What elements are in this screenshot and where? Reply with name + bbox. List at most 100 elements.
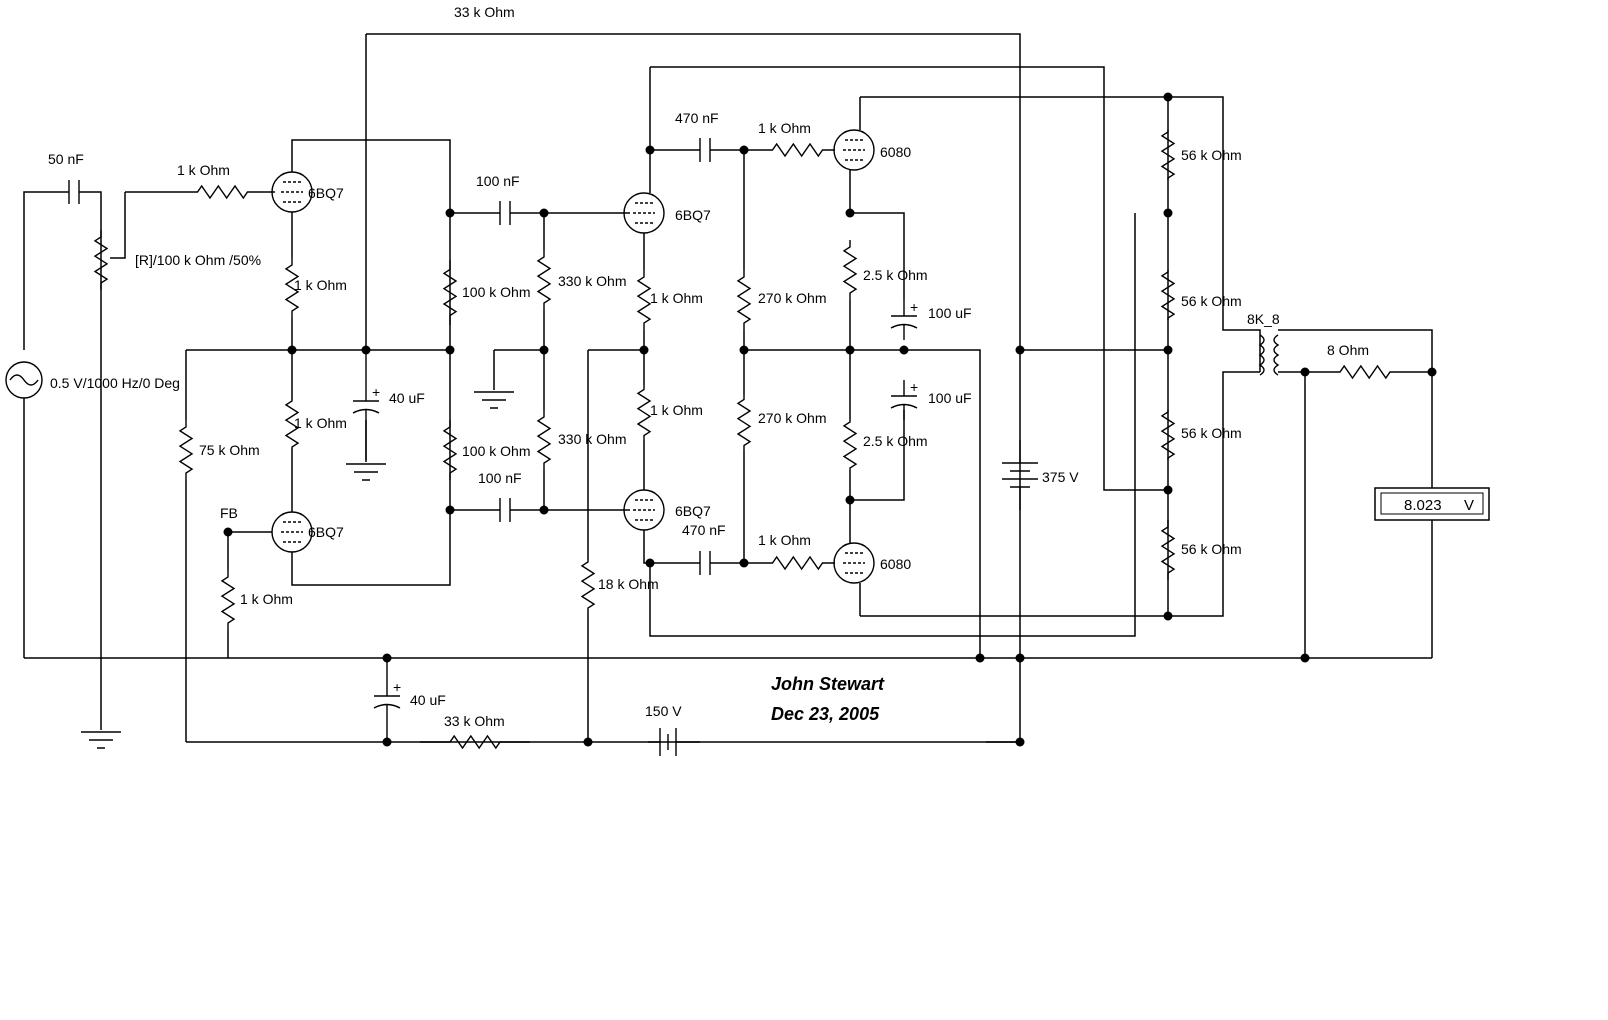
c-40u-top-capacitor [352, 350, 380, 460]
r-2k5-bot-resistor [842, 420, 858, 470]
transformer-primary [1258, 334, 1265, 376]
input-ground [81, 731, 121, 749]
junction-dot [1300, 653, 1310, 663]
wire [649, 213, 1136, 637]
label-c-470n-bot: 470 nF [682, 522, 726, 538]
wire [744, 349, 981, 658]
label-r-100k-top: 100 k Ohm [462, 284, 530, 300]
wires [23, 33, 1437, 747]
label-r-330k-top: 330 k Ohm [558, 273, 626, 289]
voltmeter-display [1380, 492, 1484, 515]
voltmeter-value: 8.023 [1404, 497, 1442, 514]
tube-v1b-electrodes [281, 521, 303, 543]
polarity-plus: + [910, 299, 918, 315]
polarity-plus: + [910, 379, 918, 395]
junction-dot [1163, 92, 1173, 102]
label-batt-150: 150 V [645, 703, 682, 719]
wire [291, 139, 451, 586]
polarity-plus: + [372, 384, 380, 400]
label-r-56k-4: 56 k Ohm [1181, 541, 1242, 557]
label-fb: FB [220, 505, 238, 521]
r-270k-bot-resistor [736, 395, 752, 450]
label-c-40u-top: 40 uF [389, 390, 425, 406]
wire [23, 191, 60, 350]
label-r-56k-1: 56 k Ohm [1181, 147, 1242, 163]
r-56k-3-resistor [1160, 410, 1176, 460]
tube-v3-electrodes [843, 139, 865, 161]
junction-dot [1163, 611, 1173, 621]
label-c-40u-bot: 40 uF [410, 692, 446, 708]
label-tube-v1b: 6BQ7 [308, 524, 344, 540]
r-pi-k2-resistor [636, 385, 652, 440]
r-33k-bot-resistor [420, 734, 530, 750]
label-r-330k-bot: 330 k Ohm [558, 431, 626, 447]
label-c-100u-top: 100 uF [928, 305, 972, 321]
r-56k-1-resistor [1160, 130, 1176, 180]
r-g-bot-resistor [760, 555, 835, 571]
voltmeter: 8.023 V [1374, 487, 1490, 521]
label-c-100u-bot: 100 uF [928, 390, 972, 406]
c-470n-top-capacitor [690, 138, 720, 162]
c-100n-bot-capacitor [490, 498, 520, 522]
label-r-pi-k2: 1 k Ohm [650, 402, 703, 418]
tube-v4-envelope [833, 542, 875, 584]
tube-v2b-envelope [623, 489, 665, 531]
wire [88, 191, 102, 658]
label-r-75k: 75 k Ohm [199, 442, 260, 458]
components: + + + + [5, 129, 1400, 756]
r-56k-4-resistor [1160, 520, 1176, 580]
wire [643, 530, 690, 564]
r-load-resistor [1330, 364, 1400, 380]
label-r-56k-3: 56 k Ohm [1181, 425, 1242, 441]
source-circle [5, 361, 43, 399]
c-100u-top-capacitor [890, 300, 918, 340]
wire [850, 410, 905, 501]
c-470n-bot-capacitor [690, 551, 720, 575]
label-r-g-top: 1 k Ohm [758, 120, 811, 136]
r-k2-resistor [284, 400, 300, 448]
label-r-270k-top: 270 k Ohm [758, 290, 826, 306]
label-r-grid1: 1 k Ohm [177, 162, 230, 178]
label-r-pi-k1: 1 k Ohm [650, 290, 703, 306]
r-100k-bot-resistor [442, 420, 458, 480]
r-270k-top-resistor [736, 270, 752, 330]
label-c-in: 50 nF [48, 151, 84, 167]
junction-dot [1163, 208, 1173, 218]
c-40u-bot-capacitor [373, 658, 401, 742]
polarity-plus: + [393, 679, 401, 695]
author-name: John Stewart [771, 674, 885, 694]
c-100u-bot-capacitor [890, 380, 918, 420]
wire [850, 212, 905, 300]
label-tube-v2b: 6BQ7 [675, 503, 711, 519]
label-r-2k5-bot: 2.5 k Ohm [863, 433, 928, 449]
label-r-100k-bot: 100 k Ohm [462, 443, 530, 459]
label-r-k1: 1 k Ohm [294, 277, 347, 293]
tube-v3-envelope [833, 129, 875, 171]
junction-dot [975, 653, 985, 663]
label-tube-v4: 6080 [880, 556, 911, 572]
label-c-470n-top: 470 nF [675, 110, 719, 126]
wire [860, 96, 1261, 372]
junction-dot [1015, 653, 1025, 663]
batt-375-battery [1002, 440, 1038, 510]
r-56k-2-resistor [1160, 270, 1176, 320]
c-in-capacitor [60, 180, 88, 204]
signature: John Stewart Dec 23, 2005 [771, 674, 885, 724]
label-r-k2: 1 k Ohm [294, 415, 347, 431]
pi-ground [474, 391, 514, 409]
wire [650, 66, 1168, 491]
c-100n-top-capacitor [490, 201, 520, 225]
tube-v1a-envelope [271, 171, 313, 213]
r-pi-k1-resistor [636, 270, 652, 330]
author-date: Dec 23, 2005 [771, 704, 880, 724]
junction-dot [445, 345, 455, 355]
v1-ground [346, 463, 386, 481]
label-r-18k: 18 k Ohm [598, 576, 659, 592]
label-r-fb-top: 33 k Ohm [454, 4, 515, 20]
tube-v1a-electrodes [281, 181, 303, 203]
component-labels: 33 k Ohm 50 nF 1 k Ohm [R]/100 k Ohm /50… [48, 4, 1369, 729]
label-r-2k5-top: 2.5 k Ohm [863, 267, 928, 283]
junction-dot [1163, 485, 1173, 495]
label-r-fb-grid: 1 k Ohm [240, 591, 293, 607]
